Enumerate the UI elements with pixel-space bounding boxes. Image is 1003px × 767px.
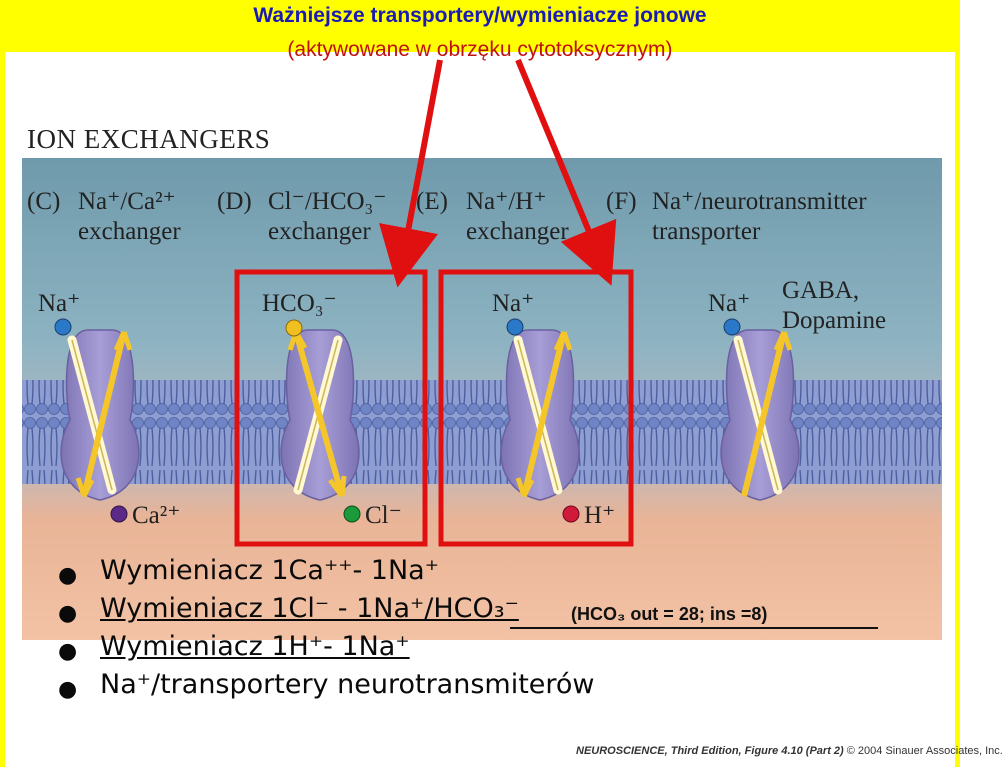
transporter-protein-f xyxy=(720,329,800,501)
panel-name-d-line2: exchanger xyxy=(268,218,371,245)
bullet-item: ● Na⁺/transportery neurotransmiterów xyxy=(58,669,948,707)
ion-label-na-f: Na⁺ xyxy=(708,290,751,317)
credit-copyright: © 2004 Sinauer Associates, Inc. xyxy=(846,745,1003,757)
ion-label-gaba: GABA, xyxy=(782,277,860,304)
bullet-dot: ● xyxy=(58,677,78,702)
hco3-concentration-note: (HCO₃ out = 28; ins =8) xyxy=(571,604,768,624)
note-underline xyxy=(510,627,878,629)
lipid-bilayer xyxy=(22,380,942,484)
bullet-item: ● Wymieniacz 1H⁺- 1Na⁺ xyxy=(58,631,948,669)
ca-ion-dot xyxy=(110,505,128,523)
slide-subtitle: (aktywowane w obrzęku cytotoksycznym) xyxy=(287,38,673,61)
highlight-box-d xyxy=(234,269,428,547)
na-ion-dot-f xyxy=(723,318,741,336)
bullet-item: ● Wymieniacz 1Cl⁻ - 1Na⁺/HCO₃⁻ xyxy=(58,593,948,631)
bullet-text: Wymieniacz 1Ca⁺⁺- 1Na⁺ xyxy=(100,555,439,586)
panel-name-d: Cl⁻/HCO₃⁻ exchanger xyxy=(268,187,386,247)
panel-name-e-line1: Na⁺/H⁺ xyxy=(466,188,547,215)
panel-letter-d: (D) xyxy=(217,188,252,215)
panel-letter-e: (E) xyxy=(416,188,448,215)
hco3-ion-dot xyxy=(285,319,303,337)
slide-title: Ważniejsze transportery/wymieniacze jono… xyxy=(253,4,707,27)
figure-heading: ION EXCHANGERS xyxy=(27,124,271,154)
panel-name-f: Na⁺/neurotransmitter transporter xyxy=(652,187,867,247)
na-ion-dot-e xyxy=(506,318,524,336)
bullet-dot: ● xyxy=(58,563,78,588)
exchanger-protein-d xyxy=(280,329,360,501)
bullet-text: Wymieniacz 1H⁺- 1Na⁺ xyxy=(100,631,410,662)
panel-name-f-line1: Na⁺/neurotransmitter xyxy=(652,188,867,215)
cl-ion-dot xyxy=(343,505,361,523)
panel-letter-c: (C) xyxy=(27,188,61,215)
left-frame xyxy=(0,0,5,767)
figure-credit: NEUROSCIENCE, Third Edition, Figure 4.10… xyxy=(576,745,1003,757)
ion-label-na-e: Na⁺ xyxy=(492,290,535,317)
panel-name-c-line2: exchanger xyxy=(78,218,181,245)
bullet-text: Wymieniacz 1Cl⁻ - 1Na⁺/HCO₃⁻ xyxy=(100,593,519,624)
ion-label-dopamine: Dopamine xyxy=(782,307,887,334)
highlight-box-e xyxy=(438,269,634,547)
ion-label-neurotransmitters: GABA, Dopamine xyxy=(782,276,886,336)
h-ion-dot xyxy=(562,505,580,523)
pointer-arrow-d xyxy=(379,59,443,288)
bullet-text: Na⁺/transportery neurotransmiterów xyxy=(100,669,595,700)
panel-name-f-line2: transporter xyxy=(652,218,761,245)
ion-label-ca: Ca²⁺ xyxy=(132,502,181,529)
pointer-arrow-e xyxy=(515,58,617,286)
panel-name-e: Na⁺/H⁺ exchanger xyxy=(466,187,569,247)
na-ion-dot-c xyxy=(54,318,72,336)
credit-book: NEUROSCIENCE, Third Edition, Figure 4.10… xyxy=(576,745,844,757)
exchanger-protein-c xyxy=(60,329,140,501)
panel-name-c: Na⁺/Ca²⁺ exchanger xyxy=(78,187,181,247)
bullet-item: ● Wymieniacz 1Ca⁺⁺- 1Na⁺ xyxy=(58,555,948,593)
bullet-dot: ● xyxy=(58,639,78,664)
bullet-list: ● Wymieniacz 1Ca⁺⁺- 1Na⁺ ● Wymieniacz 1C… xyxy=(58,555,948,707)
panel-letter-f: (F) xyxy=(606,188,637,215)
panel-name-e-line2: exchanger xyxy=(466,218,569,245)
exchanger-protein-e xyxy=(500,329,580,501)
title-bar xyxy=(0,0,960,52)
ion-label-hco3: HCO₃⁻ xyxy=(262,290,337,317)
ion-label-cl: Cl⁻ xyxy=(365,502,402,529)
panel-name-c-line1: Na⁺/Ca²⁺ xyxy=(78,188,176,215)
right-frame xyxy=(955,0,960,767)
panel-name-d-line1: Cl⁻/HCO₃⁻ xyxy=(268,188,387,215)
ion-label-h: H⁺ xyxy=(584,502,616,529)
bullet-dot: ● xyxy=(58,601,78,626)
ion-exchangers-figure xyxy=(22,58,942,640)
ion-label-na-c: Na⁺ xyxy=(38,290,81,317)
